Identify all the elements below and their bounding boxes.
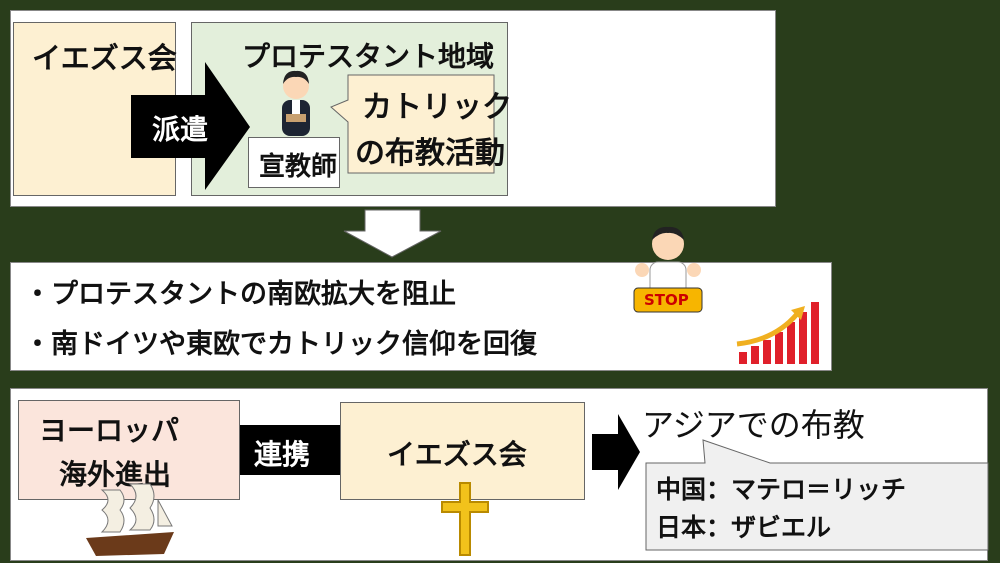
stop-person-icon [633,226,703,313]
alliance-label: 連携 [254,438,311,471]
bullet-1: ・プロテスタントの南欧拡大を阻止 [24,279,456,310]
cross-icon [441,482,489,556]
europe-box: ヨーロッパ 海外進出 [18,400,240,500]
asia-title: アジアでの布教 [642,406,865,444]
stop-label: STOP [644,291,689,309]
jesuit-box-bottom: イエズス会 [340,402,585,500]
down-arrow [343,209,442,258]
asia-arrow [592,414,640,490]
missionary-label-box: 宣教師 [248,137,340,188]
sailing-ship-icon [86,483,174,556]
protestant-region-label: プロテスタント地域 [242,40,495,73]
alliance-box: 連携 [240,425,340,475]
china-line: 中国：マテロ＝リッチ [656,475,907,504]
speech-bubble [330,74,495,174]
rising-chart-icon [736,302,819,364]
jesuit-label: イエズス会 [32,41,177,75]
middle-panel [10,262,832,371]
bullet-2: ・南ドイツや東欧でカトリック信仰を回復 [24,329,537,360]
bubble-line2: の布教活動 [355,136,505,171]
japan-line: 日本：ザビエル [656,513,832,542]
europe-line2: 海外進出 [59,458,172,491]
dispatch-label: 派遣 [152,113,209,146]
jesuit-label-bottom: イエズス会 [387,438,527,471]
europe-line1: ヨーロッパ [39,414,180,447]
jesuit-box: イエズス会 [13,22,177,196]
bubble-line1: カトリック [362,90,512,125]
missionary-label: 宣教師 [259,152,338,182]
missionary-icon [282,70,310,136]
asia-callout [645,439,989,551]
